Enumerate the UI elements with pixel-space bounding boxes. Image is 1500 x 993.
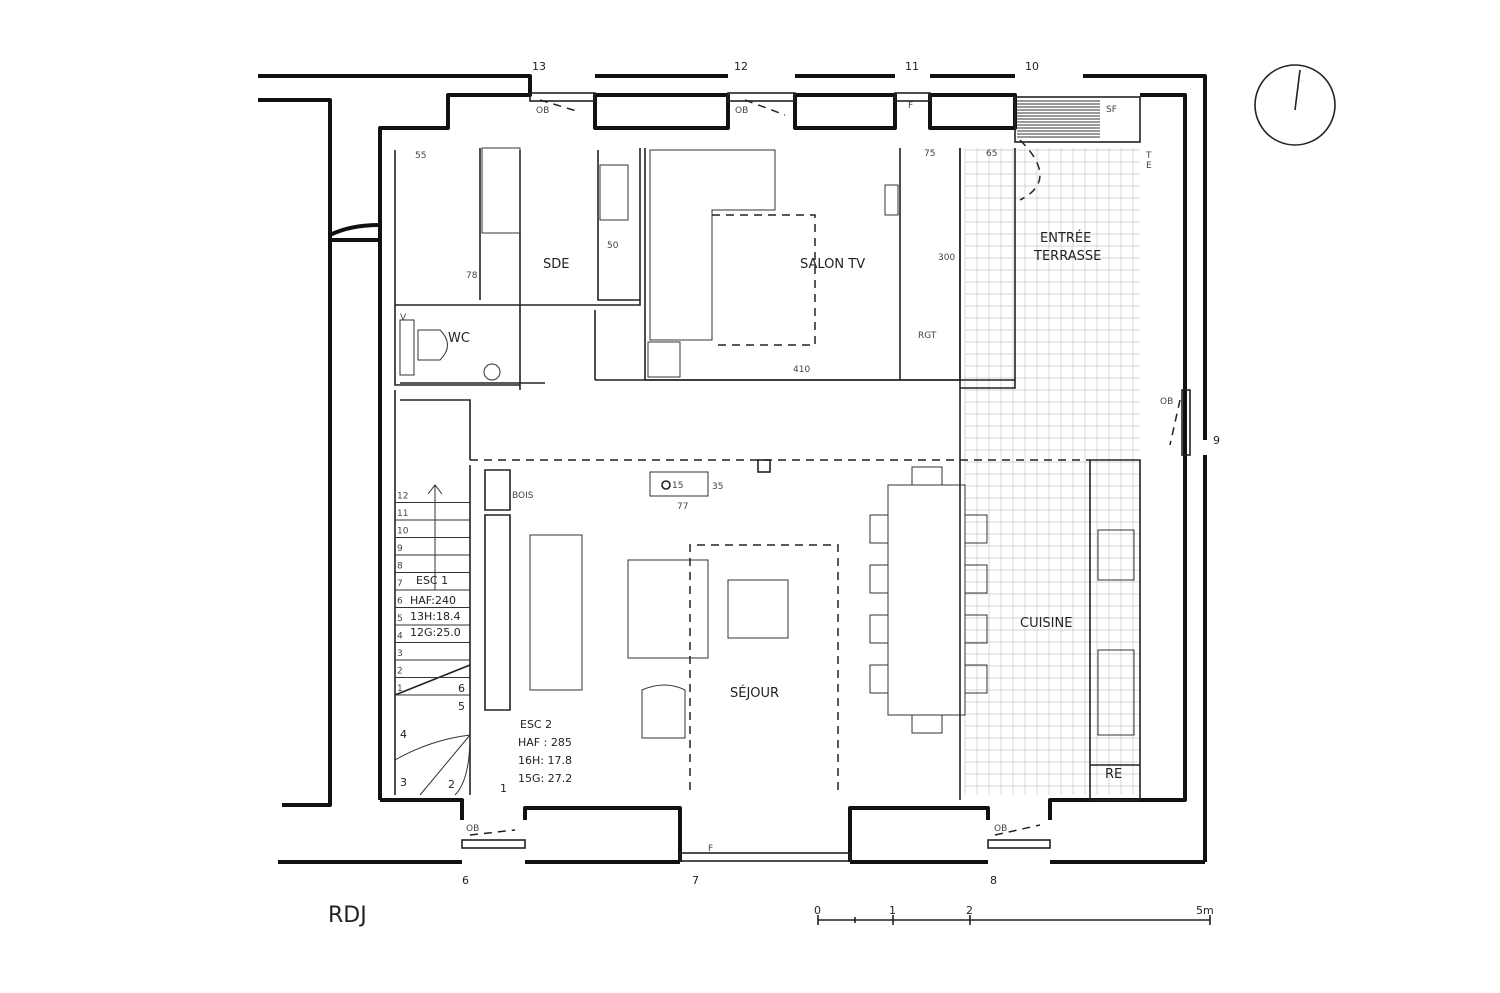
chair [869, 564, 889, 594]
dim-35: 35 [712, 482, 723, 492]
esc1-step-number: 3 [397, 649, 403, 659]
esc1-title: ESC 1 [416, 574, 448, 587]
esc1-step-number: 10 [397, 527, 409, 537]
window-type-10: SF [1106, 105, 1117, 115]
window-11: 11 [905, 60, 919, 73]
esc1-step-number: 4 [397, 632, 403, 642]
dim-50: 50 [607, 241, 619, 251]
room-rgt: RGT [918, 331, 937, 341]
room-sde: SDE [543, 257, 569, 272]
window-6: 6 [462, 874, 469, 887]
esc1-step-number: 12 [397, 492, 408, 502]
room-cuisine: CUISINE [1020, 616, 1072, 631]
esc2-step-number: 3 [400, 776, 407, 789]
esc1-step-number: 7 [397, 579, 403, 589]
chair [964, 664, 988, 694]
north-arrow [1254, 64, 1336, 146]
chair [911, 714, 943, 734]
esc2-g: 15G: 27.2 [518, 772, 572, 785]
room-sejour: SÉJOUR [730, 685, 779, 701]
stair-esc1 [394, 484, 471, 796]
window-13: 13 [532, 60, 546, 73]
dim-300: 300 [938, 253, 955, 263]
label-t: T [1145, 151, 1152, 161]
scale-label-5m: 5m [1196, 904, 1214, 917]
interior-walls [394, 148, 1141, 801]
esc2-step-number: 5 [458, 700, 465, 713]
room-terrasse: TERRASSE [1033, 249, 1101, 264]
room-wc: WC [448, 331, 470, 346]
scale-bar: 0 1 2 5m [814, 904, 1214, 925]
window-openings [461, 92, 1191, 862]
window-12: 12 [734, 60, 748, 73]
label-bois: BOIS [512, 491, 534, 501]
window-type-13: OB [536, 106, 549, 116]
esc1-h: 13H:18.4 [410, 610, 460, 623]
esc1-step-number: 11 [397, 509, 408, 519]
scale-label-0: 0 [814, 904, 821, 917]
window-type-8: OB [994, 824, 1007, 834]
window-type-6: OB [466, 824, 479, 834]
dim-75: 75 [924, 149, 935, 159]
label-v: V [400, 313, 407, 323]
chair [911, 466, 943, 486]
esc2-step-number: 6 [458, 682, 465, 695]
esc1-step-number: 1 [397, 684, 403, 694]
chair [869, 664, 889, 694]
chair [869, 614, 889, 644]
kitchen-tile-grid [964, 148, 1140, 795]
chair [964, 614, 988, 644]
esc2-h: 16H: 17.8 [518, 754, 572, 767]
dim-55: 55 [415, 151, 426, 161]
exterior-walls [258, 74, 1207, 864]
esc2-step-number: 2 [448, 778, 455, 791]
plan-title: RDJ [328, 903, 367, 928]
dim-410: 410 [793, 365, 810, 375]
window-type-9: OB [1160, 397, 1173, 407]
chair [964, 514, 988, 544]
chair [869, 514, 889, 544]
room-salon-tv: SALON TV [800, 257, 865, 272]
window-type-12: OB [735, 106, 748, 116]
window-type-7: F [708, 844, 713, 854]
dim-15: 15 [672, 481, 683, 491]
scale-label-2: 2 [966, 904, 973, 917]
furniture [399, 147, 1135, 790]
label-e: E [1146, 161, 1152, 171]
esc2-step-number: 4 [400, 728, 407, 741]
esc1-step-number: 6 [397, 597, 403, 607]
chair [964, 564, 988, 594]
window-9: 9 [1213, 434, 1220, 447]
esc1-haf: HAF:240 [410, 594, 456, 607]
room-re: RE [1105, 767, 1122, 782]
window-8: 8 [990, 874, 997, 887]
dim-65: 65 [986, 149, 997, 159]
esc2-title: ESC 2 [520, 718, 552, 731]
window-10: 10 [1025, 60, 1039, 73]
window-type-11: F [908, 101, 913, 111]
esc1-g: 12G:25.0 [410, 626, 461, 639]
room-entree: ENTRÉE [1040, 230, 1091, 246]
esc1-step-number: 2 [397, 667, 403, 677]
dim-77: 77 [677, 502, 688, 512]
esc2-haf: HAF : 285 [518, 736, 572, 749]
scale-label-1: 1 [889, 904, 896, 917]
dim-78: 78 [466, 271, 478, 281]
esc2-step-number: 1 [500, 782, 507, 795]
esc1-step-number: 9 [397, 544, 403, 554]
esc1-step-number: 8 [397, 562, 403, 572]
esc1-step-number: 5 [397, 614, 403, 624]
window-7: 7 [692, 874, 699, 887]
